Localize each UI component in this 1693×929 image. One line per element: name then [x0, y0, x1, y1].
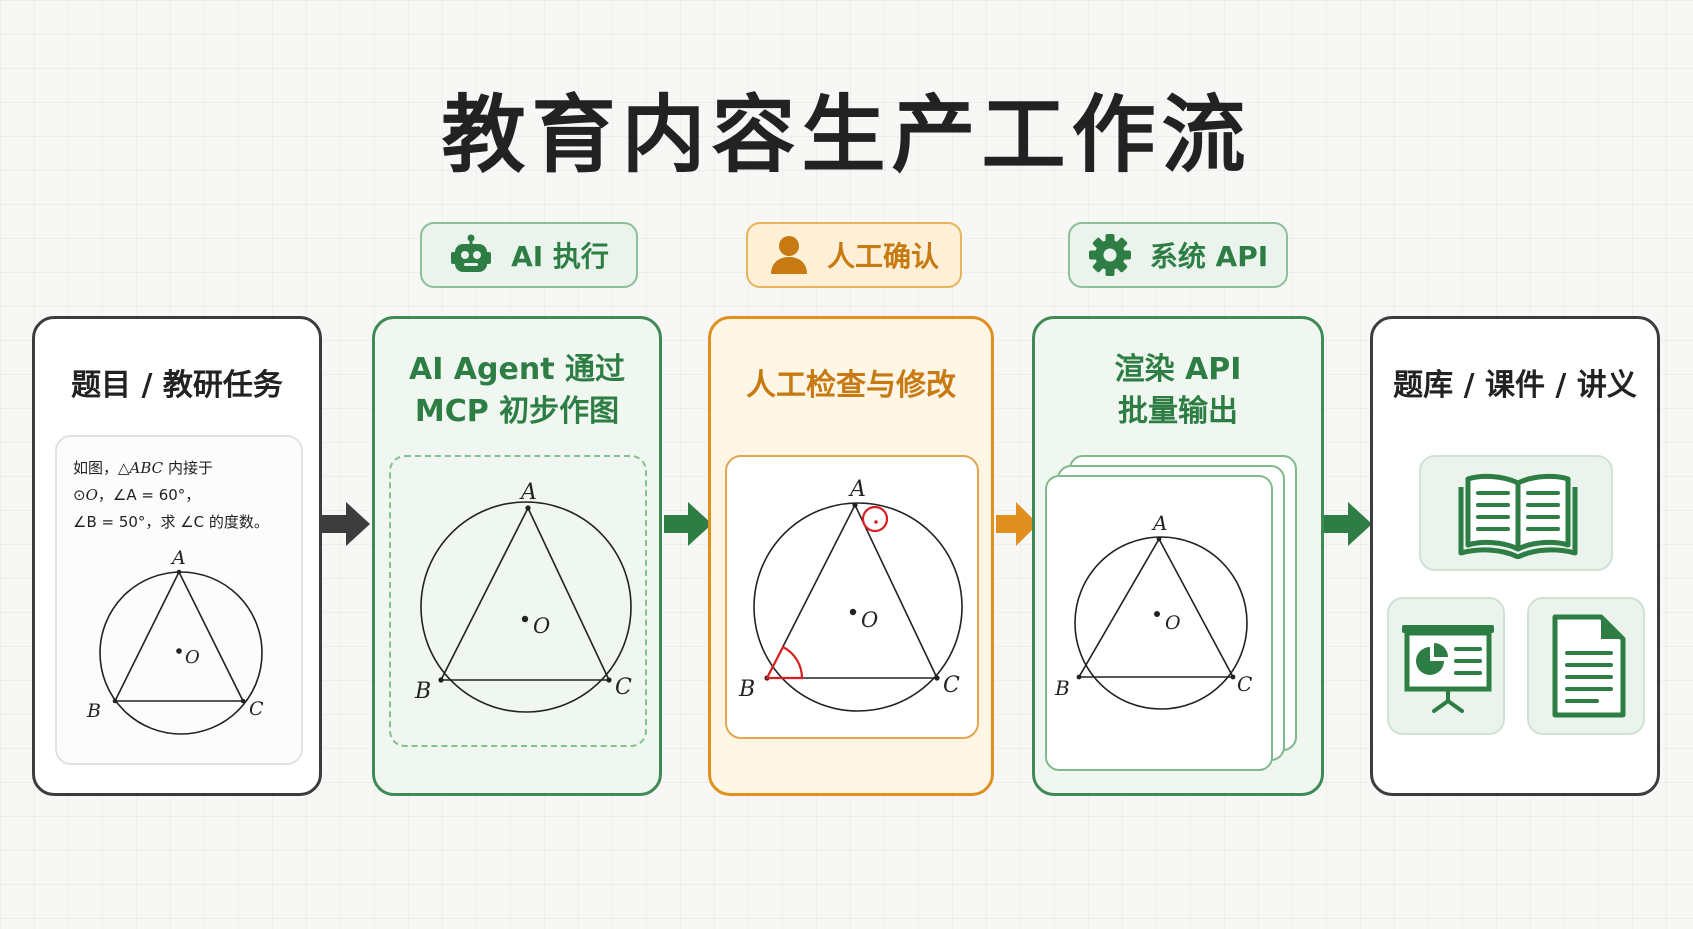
problem-box: 如图，△ABC 内接于 ⊙O，∠A = 60°， ∠B = 50°，求 ∠C 的… — [55, 435, 303, 765]
flow-arrow-4 — [1324, 502, 1372, 546]
phase-label: 人工确认 — [826, 240, 939, 273]
phase-label: AI 执行 — [511, 240, 609, 273]
highlight-circle — [861, 505, 889, 533]
phase-pill-api: 系统 API — [1068, 222, 1288, 288]
flow-arrow-2 — [664, 502, 712, 546]
handout-tile — [1527, 597, 1645, 735]
person-icon — [770, 236, 807, 274]
vertex-label-a: A — [1151, 511, 1167, 535]
stage-title: AI Agent 通过 MCP 初步作图 — [408, 352, 625, 429]
stage-title: 人工检查与修改 — [746, 368, 956, 403]
vertex-label-b: B — [86, 700, 101, 722]
center-label-o: O — [533, 614, 550, 638]
center-label-o: O — [185, 647, 200, 668]
vertex-label-c: C — [249, 698, 264, 720]
presentation-board-icon — [1402, 625, 1494, 713]
gear-icon — [1088, 234, 1131, 276]
courseware-tile — [1387, 597, 1505, 735]
flow-arrow-3 — [996, 502, 1038, 546]
stage-outputs-card: 题库 / 课件 / 讲义 — [1370, 316, 1660, 796]
vertex-label-c: C — [1237, 672, 1252, 696]
vertex-label-b: B — [1054, 676, 1070, 700]
center-label-o: O — [1165, 612, 1181, 634]
geometry-figure: A B C O — [414, 480, 632, 713]
vertex-label-c: C — [943, 673, 960, 698]
geometry-figure: A B C O — [1054, 511, 1252, 710]
vertex-label-c: C — [615, 675, 632, 700]
draft-figure-box: A B C O — [389, 455, 647, 747]
page-title: 教育内容生产工作流 — [441, 86, 1252, 184]
vertex-label-a: A — [848, 477, 866, 502]
question-bank-tile — [1419, 455, 1613, 571]
phase-pill-ai: AI 执行 — [420, 222, 638, 288]
review-figure-box: A B C O — [725, 455, 979, 739]
geometry-figure: A B C O — [86, 547, 264, 735]
stage-ai-agent-card: AI Agent 通过 MCP 初步作图 A B C O — [372, 316, 662, 796]
document-icon — [1552, 614, 1626, 718]
robot-icon — [451, 234, 492, 272]
stage-title: 题目 / 教研任务 — [71, 368, 283, 403]
vertex-label-a: A — [519, 480, 537, 505]
center-label-o: O — [861, 608, 878, 632]
stage-problem-card: 题目 / 教研任务 如图，△ABC 内接于 ⊙O，∠A = 60°， ∠B = … — [32, 316, 322, 796]
geometry-figure: A B C O — [738, 477, 963, 712]
vertex-label-b: B — [414, 679, 431, 704]
vertex-label-b: B — [738, 677, 755, 702]
flow-arrow-1 — [322, 502, 370, 546]
angle-marker — [765, 645, 804, 680]
output-sheet-front: A B C O — [1045, 475, 1273, 771]
stage-human-review-card: 人工检查与修改 A B C O — [708, 316, 994, 796]
open-book-icon — [1458, 473, 1578, 559]
stage-title: 题库 / 课件 / 讲义 — [1393, 368, 1637, 403]
problem-text: 如图，△ABC 内接于 ⊙O，∠A = 60°， ∠B = 50°，求 ∠C 的… — [73, 459, 269, 531]
phase-pill-human: 人工确认 — [746, 222, 962, 288]
stage-render-api-card: 渲染 API 批量输出 A B C O — [1032, 316, 1324, 796]
vertex-label-a: A — [170, 547, 186, 569]
phase-label: 系统 API — [1149, 240, 1269, 273]
stage-title: 渲染 API 批量输出 — [1114, 352, 1242, 429]
